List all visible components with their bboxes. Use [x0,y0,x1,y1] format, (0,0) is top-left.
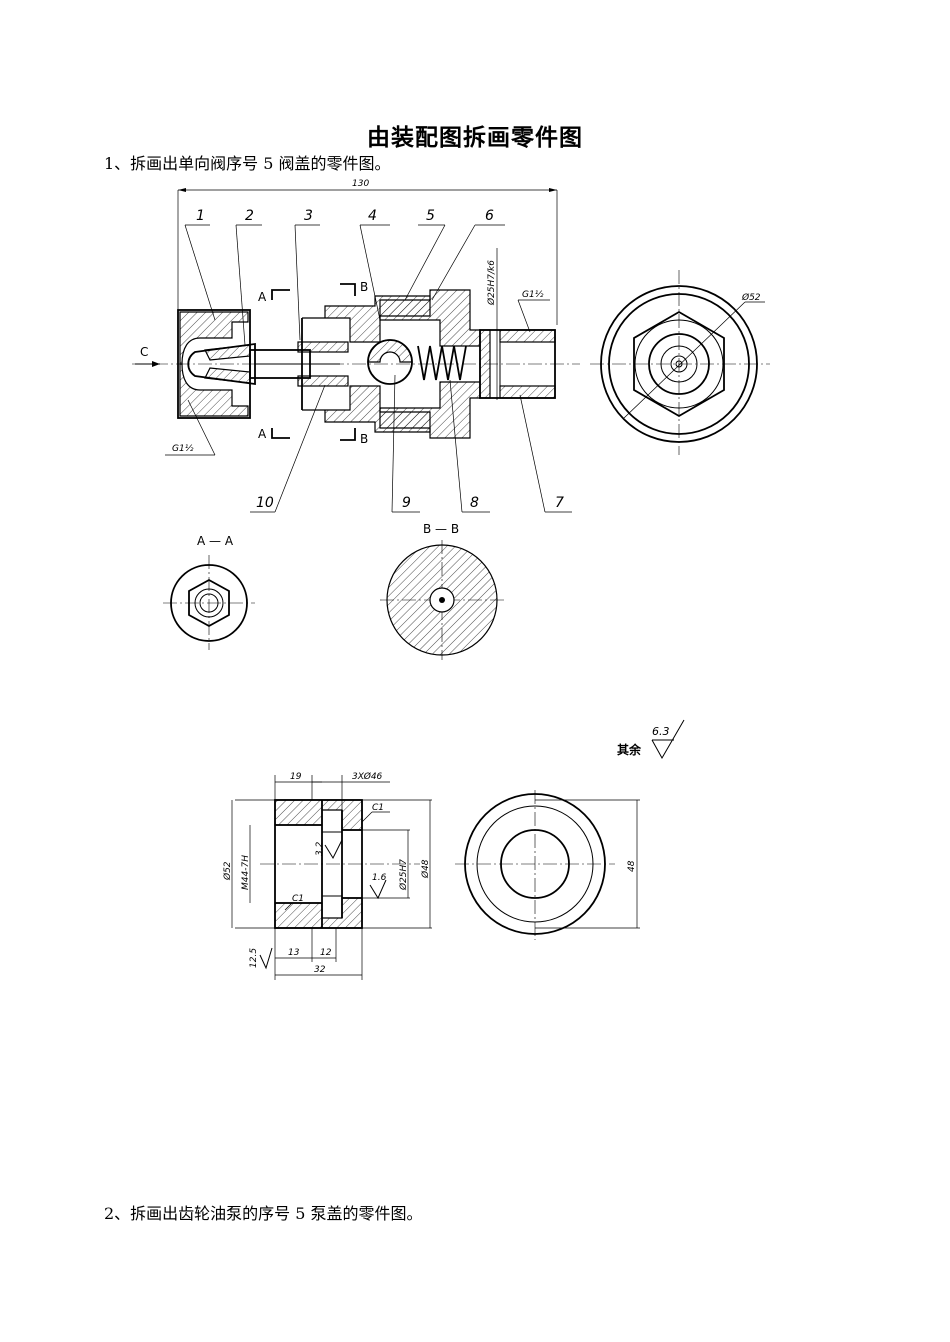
thread-label-left: G1½ [172,444,194,454]
dim-holes: 3XØ46 [352,771,383,782]
section-aa-view: A — A [163,534,255,650]
surface-note-label: 其余 [617,742,642,757]
part-number-6: 6 [485,208,494,224]
section-bb-view: B — B [380,522,505,660]
section-b-top: B [360,280,368,294]
fit-label: Ø25H7/k6 [486,260,497,306]
part-number-3: 3 [304,208,313,224]
document-title: 由装配图拆画零件图 [367,125,583,151]
question-1: 1、拆画出单向阀序号 5 阀盖的零件图。 [104,154,391,173]
section-a-bottom: A [258,427,267,441]
dim-d48: Ø48 [420,859,431,879]
part-number-4: 4 [368,208,377,224]
side-diameter-label: Ø52 [741,292,761,303]
spring [417,345,467,381]
dim-c1-bottom: C1 [292,894,304,904]
section-b-bottom: B [360,432,368,446]
part-number-10: 10 [256,495,274,511]
surface-note-value: 6.3 [652,725,670,738]
part-number-5: 5 [426,208,435,224]
part-number-9: 9 [402,495,411,511]
part-number-leaders [165,224,572,513]
section-a-top: A [258,290,267,304]
rough-3-2: 3.2 [315,841,325,856]
rough-12-5: 12.5 [249,948,259,968]
assembly-drawing: 130 C [132,179,580,513]
dim-12: 12 [320,948,332,958]
rough-1-6: 1.6 [372,873,387,883]
view-c-label: C [140,345,148,359]
section-bb-title: B — B [423,522,459,536]
thread-label-right: G1½ [522,290,544,300]
part-number-7: 7 [555,495,564,511]
dim-48-side: 48 [627,860,637,872]
dim-d25: Ø25H7 [398,859,409,891]
dim-c1-top: C1 [372,803,384,813]
question-2: 2、拆画出齿轮油泵的序号 5 泵盖的零件图。 [104,1204,423,1223]
dim-130: 130 [352,179,369,189]
dim-32: 32 [314,965,326,975]
dim-13: 13 [288,948,300,958]
part-number-8: 8 [470,495,479,511]
part-drawing: 其余 6.3 19 3XØ46 C1 Ø52 M44-7H [222,719,685,980]
dim-m44: M44-7H [241,855,251,890]
part-number-2: 2 [245,208,254,224]
dim-19: 19 [290,772,302,782]
assembly-side-view: Ø52 [590,270,770,455]
part-number-1: 1 [196,208,205,224]
section-aa-title: A — A [197,534,234,548]
dim-d52: Ø52 [222,861,233,881]
